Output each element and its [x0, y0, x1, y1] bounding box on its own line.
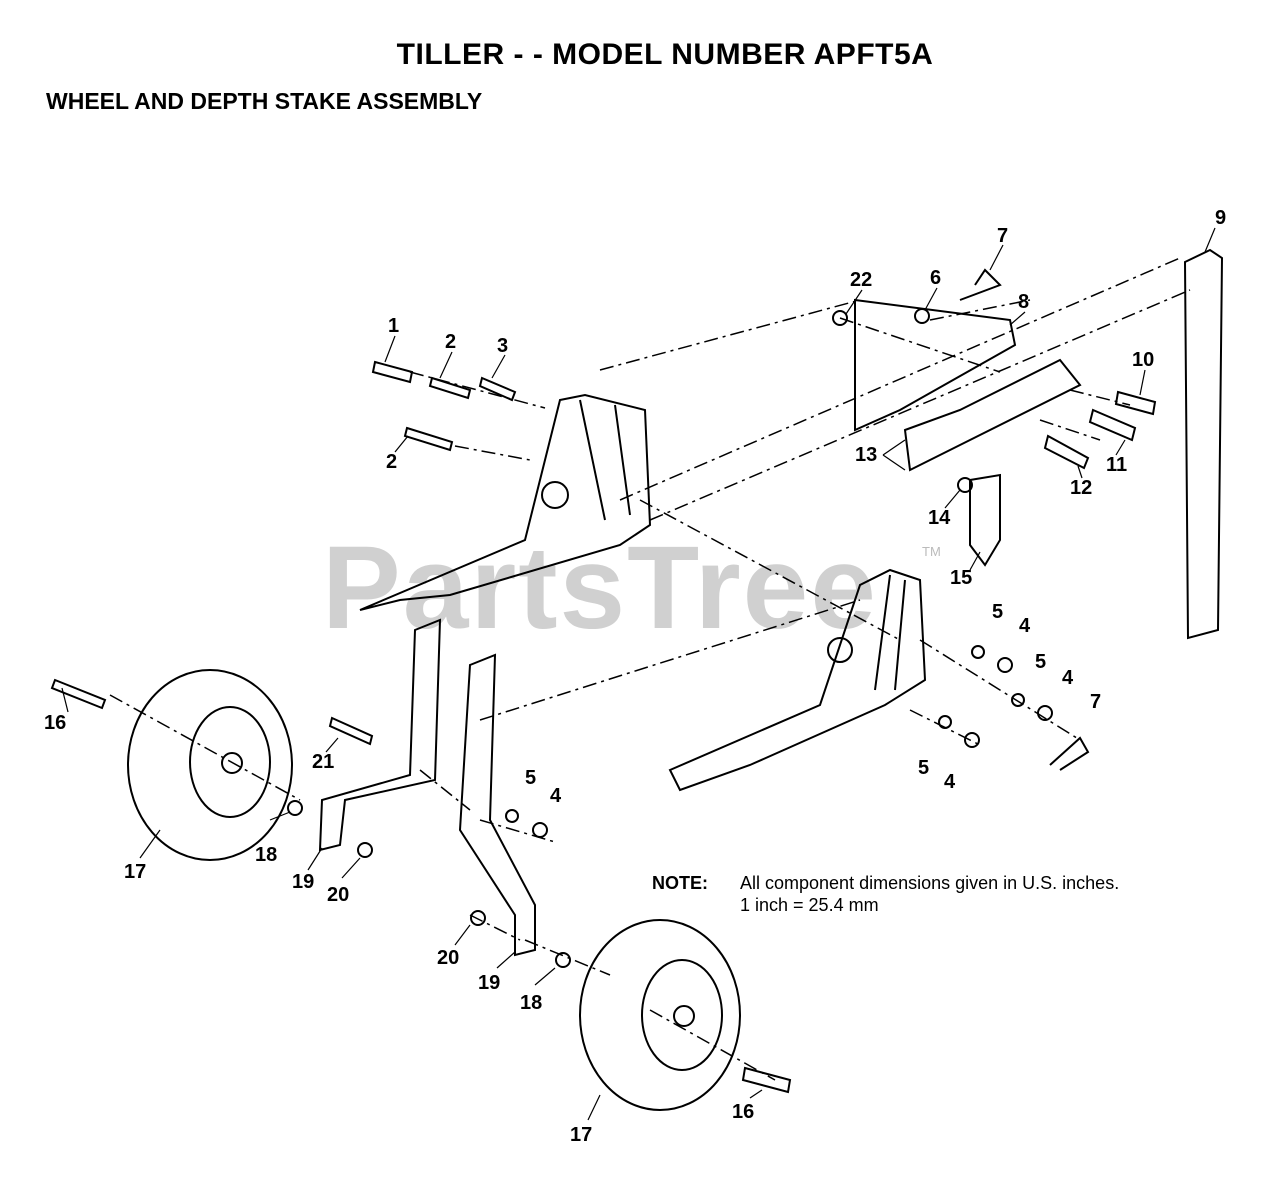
pin-10: [1114, 390, 1157, 416]
depth-pin-15: [969, 473, 1001, 567]
assembly-lines: [109, 257, 1191, 1081]
depth-bracket-13: [903, 358, 1082, 472]
callout-5-a: 5: [992, 601, 1004, 623]
callout-3: 3: [497, 335, 509, 357]
callout-14: 14: [928, 507, 951, 529]
callout-4-b: 4: [1062, 667, 1074, 689]
callout-17-right: 17: [570, 1124, 593, 1146]
callout-17-left: 17: [124, 861, 147, 883]
callout-4-d: 4: [550, 785, 562, 807]
bolt-2-upper: [428, 376, 472, 400]
callout-16-left: 16: [44, 712, 67, 734]
callout-19-left: 19: [292, 871, 315, 893]
callout-15: 15: [950, 567, 973, 589]
wheel-right-17: [579, 919, 741, 1111]
callout-6: 6: [930, 267, 942, 289]
callout-7-upper: 7: [997, 225, 1009, 247]
page-title: TILLER - - MODEL NUMBER APFT5A: [396, 38, 934, 71]
callout-19-lower: 19: [478, 972, 501, 994]
callout-2-lower: 2: [386, 451, 398, 473]
assembly-subtitle: WHEEL AND DEPTH STAKE ASSEMBLY: [46, 88, 483, 114]
trademark-mark: TM: [922, 544, 941, 559]
bolt-11: [1088, 408, 1137, 442]
side-plate-left: [359, 393, 652, 611]
bolt-21: [328, 716, 374, 746]
callout-11: 11: [1106, 454, 1128, 476]
callout-10: 10: [1132, 349, 1155, 371]
bolt-3: [478, 376, 517, 402]
depth-bracket-8: [854, 298, 1017, 432]
note-label: NOTE:: [652, 873, 708, 893]
wheel-left-17: [127, 669, 293, 861]
bolt-12: [1043, 434, 1090, 470]
note-line-2: 1 inch = 25.4 mm: [740, 895, 879, 915]
bolt-16-left: [50, 678, 107, 710]
clip-7-upper: [959, 268, 1002, 301]
callout-18-lower: 18: [520, 992, 543, 1014]
side-plate-right: [668, 568, 927, 792]
wheel-leg-upper: [318, 618, 442, 852]
units-note: NOTE: All component dimensions given in U…: [652, 872, 1119, 916]
callout-8: 8: [1018, 291, 1030, 313]
callout-22: 22: [850, 269, 873, 291]
callout-4-a: 4: [1019, 615, 1031, 637]
leader-lines: [61, 227, 1216, 1121]
callout-2-upper: 2: [445, 331, 457, 353]
callout-5-c: 5: [918, 757, 930, 779]
callout-1: 1: [388, 315, 400, 337]
depth-stake-9: [1183, 248, 1224, 640]
callout-16-right: 16: [732, 1101, 755, 1123]
callout-20-left: 20: [327, 884, 350, 906]
bolt-16-right: [741, 1066, 792, 1094]
callout-7-lower: 7: [1090, 691, 1102, 713]
callout-9: 9: [1215, 207, 1227, 229]
wheel-leg-lower: [458, 653, 536, 957]
callout-5-b: 5: [1035, 651, 1047, 673]
clip-7-lower: [1049, 736, 1090, 771]
callout-5-d: 5: [525, 767, 537, 789]
callout-18-left: 18: [255, 844, 278, 866]
callout-13: 13: [855, 444, 878, 466]
callout-20-lower: 20: [437, 947, 460, 969]
callout-12: 12: [1070, 477, 1093, 499]
note-line-1: All component dimensions given in U.S. i…: [740, 873, 1120, 893]
callout-4-c: 4: [944, 771, 956, 793]
bolt-2-lower: [403, 426, 454, 452]
bolt-1: [371, 360, 414, 384]
nuts-and-washers: [287, 308, 1053, 968]
callout-21: 21: [312, 751, 335, 773]
